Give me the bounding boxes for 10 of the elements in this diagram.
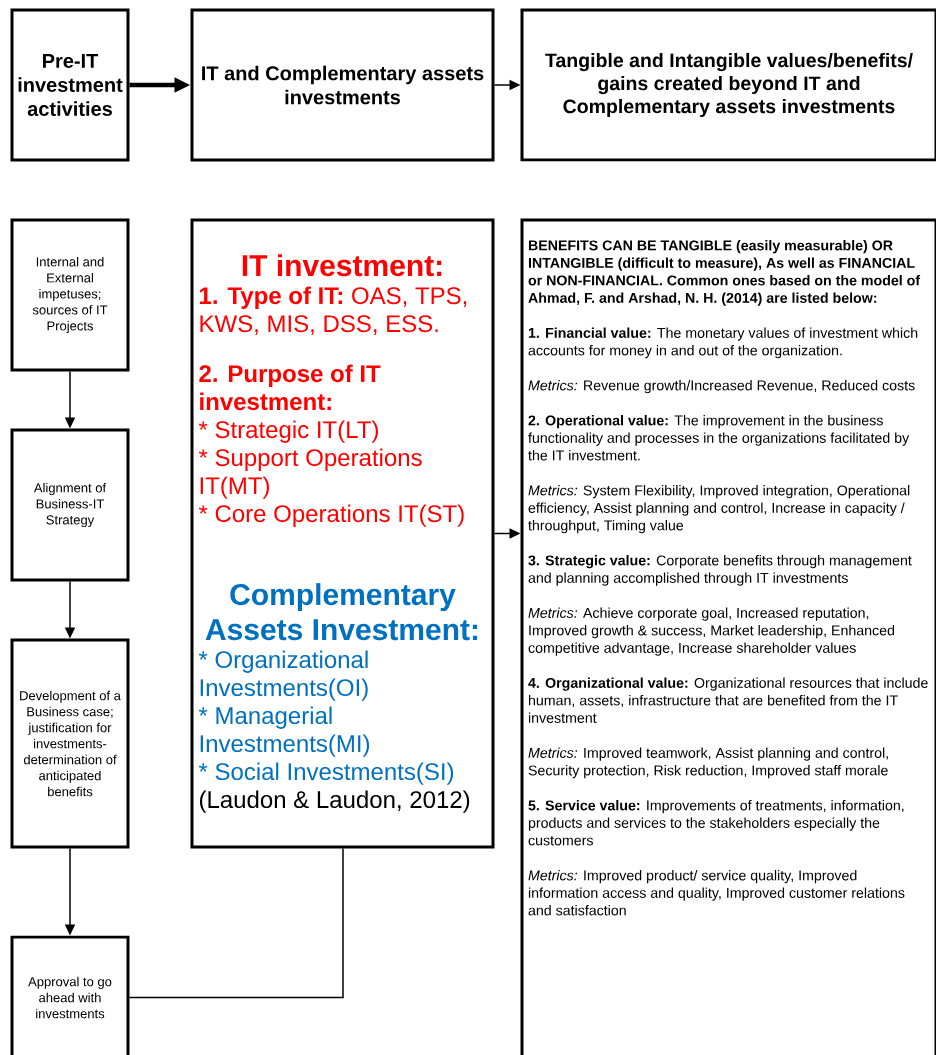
process-box: Approval to go ahead with investments	[10, 935, 130, 1055]
process-box: Internal and External impetuses; sources of IT Projects	[10, 218, 130, 372]
process-box: IT investment: 1. Type of IT: OAS, TPS, KWS, MIS, DSS, ESS. 2. Purpose of IT investment: * Strategic IT(LT) * Support Operations IT(MT) * Core Operations IT(ST) Complementary Assets Investment: * Organizational Investments(OI) * Managerial Investments(MI) * Social Investments(SI) (Laudon & Laudon, 2012)	[190, 218, 495, 849]
process-box: Tangible and Intangible values/benefits/ gains created beyond IT and Complementary assets investments	[520, 8, 936, 162]
process-box: Pre-IT investment activities	[10, 8, 130, 162]
process-box: Development of a Business case; justification for investments-determination of anticipated benefits	[10, 638, 130, 849]
process-box: Alignment of Business-IT Strategy	[10, 428, 130, 582]
process-box: BENEFITS CAN BE TANGIBLE (easily measurable) OR INTANGIBLE (difficult to measure), As well as FINANCIAL or NON-FINANCIAL. Common ones based on the model of Ahmad, F. and Arshad, N. H. (2014) are listed below: 1. Financial value: The monetary values of investment which accounts for money in and out of the organization. Metrics: Revenue growth/Increased Revenue, Reduced costs 2. Operational value: The improvement in the business functionality and processes in the organizations facilitated by the IT investment. Metrics: System Flexibility, Improved integration, Operational efficiency, Assist planning and control, Increase in capacity / throughput, Timing value 3. Strategic value: Corporate benefits through management and planning accomplished through IT investments Metrics: Achieve corporate goal, Increased reputation, Improved growth & success, Market leadership, Enhanced competitive advantage, Increase shareholder values 4. Organizational value: Organizational resources that include human, assets, infrastructure that are benefited from the IT investment Metrics: Improved teamwork, Assist planning and control, Security protection, Risk reduction, Improved staff morale 5. Service value: Improvements of treatments, information, products and services to the stakeholders especially the customers Metrics: Improved product/ service quality, Improved information access and quality, Improved customer relations and satisfaction	[520, 218, 936, 1055]
process-box: IT and Complementary assets investments	[190, 8, 495, 162]
connector-line	[128, 847, 344, 999]
